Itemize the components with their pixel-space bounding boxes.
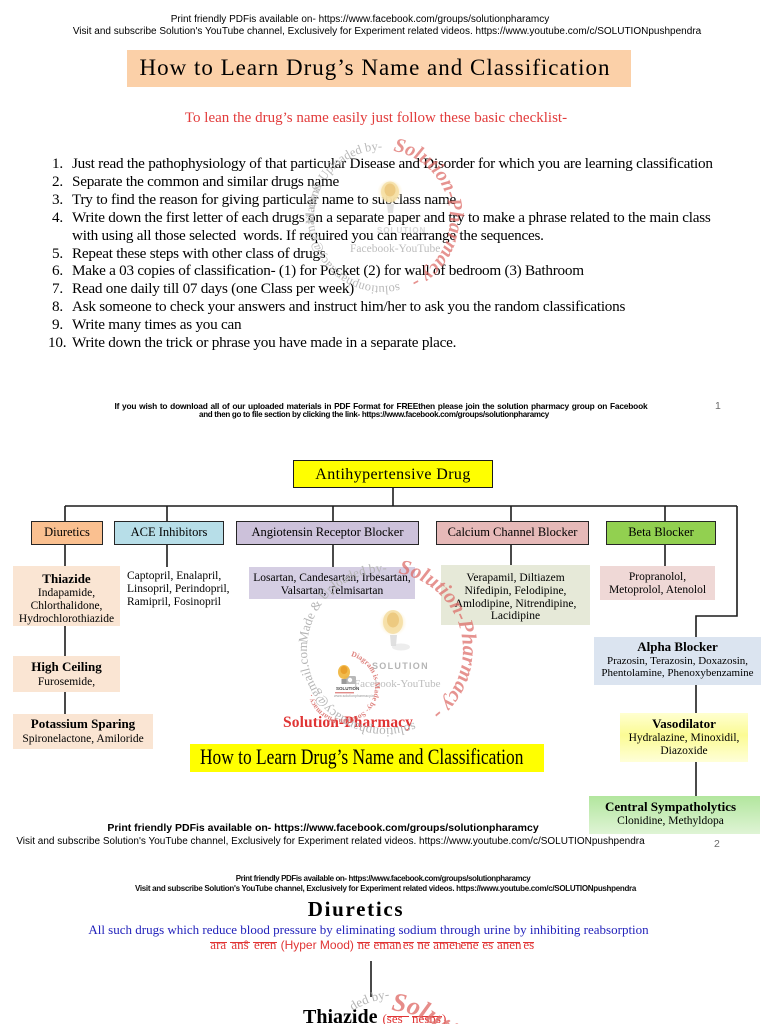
svg-text:SOLUTION: SOLUTION xyxy=(336,686,359,691)
svg-text:Made & Uploaded by-: Made & Uploaded by- xyxy=(295,560,387,644)
svg-text:Facebook-YouTube: Facebook-YouTube xyxy=(350,243,440,255)
svg-text:Made & Uploaded by-: Made & Uploaded by- xyxy=(303,139,382,224)
svg-text:Solution-Pharmacy -: Solution-Pharmacy - xyxy=(397,554,482,727)
svg-text:Solution-Pharmacy -: Solution-Pharmacy - xyxy=(392,134,467,295)
svg-text:SOLUTION: SOLUTION xyxy=(377,226,426,235)
svg-text:ded by-: ded by- xyxy=(347,986,390,1013)
svg-text:Facebook-YouTube: Facebook-YouTube xyxy=(354,678,441,690)
svg-text:www.solutionpharmacy.in: www.solutionpharmacy.in xyxy=(334,694,374,698)
svg-text:SOLUTION: SOLUTION xyxy=(372,661,429,671)
svg-text:Solution-Pharmacy -: Solution-Pharmacy - xyxy=(390,987,490,1024)
